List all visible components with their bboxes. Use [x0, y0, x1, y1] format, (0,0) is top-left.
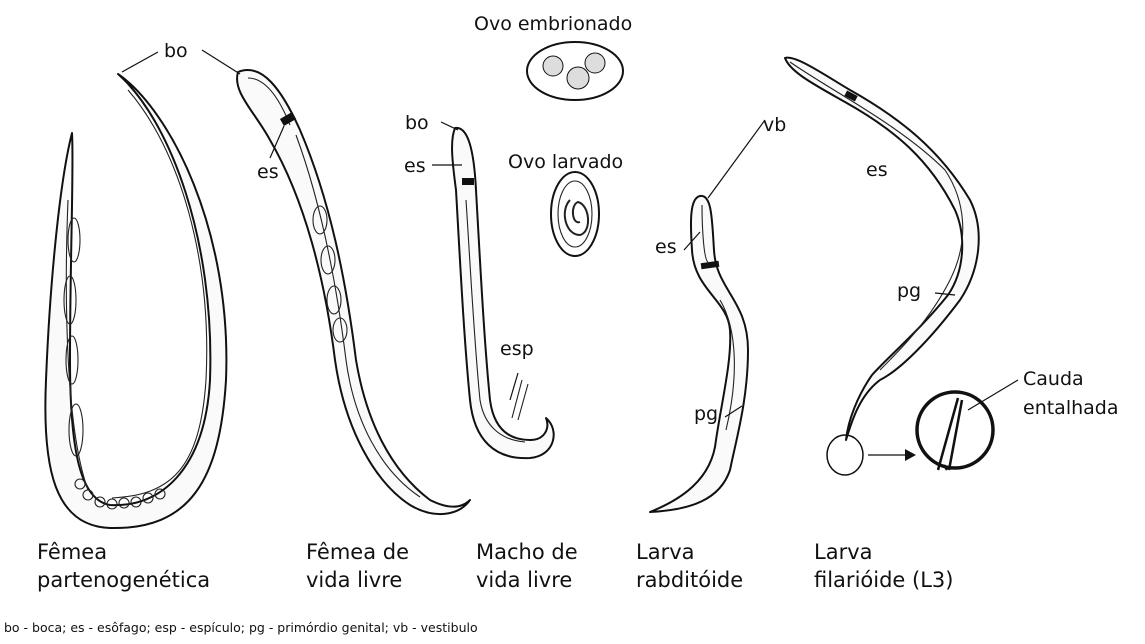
caption-parthenogenetic-female-line2: partenogenética — [37, 568, 210, 592]
legend-abbreviations: bo - boca; es - esôfago; esp - espículo;… — [4, 620, 478, 635]
caption-parthenogenetic-female-line1: Fêmea — [37, 540, 107, 564]
label-bo-2: bo — [405, 112, 429, 134]
free-living-female-drawing — [237, 70, 470, 514]
caption-rhabditiform-larva-line2: rabditóide — [636, 568, 743, 592]
caption-free-living-female-line2: vida livre — [306, 568, 402, 592]
label-embryonated-egg: Ovo embrionado — [474, 13, 632, 35]
caption-filariform-larva-line1: Larva — [814, 540, 873, 564]
label-tail-line1: Cauda — [1023, 368, 1084, 390]
larvated-egg-drawing — [551, 172, 599, 256]
filariform-larva-drawing — [785, 58, 993, 475]
caption-rhabditiform-larva-line1: Larva — [636, 540, 695, 564]
label-larvated-egg: Ovo larvado — [508, 151, 623, 173]
tail-magnified-circle — [917, 392, 993, 468]
caption-free-living-male-line1: Macho de — [476, 540, 578, 564]
caption-free-living-female-line1: Fêmea de — [306, 540, 409, 564]
caption-free-living-male-line2: vida livre — [476, 568, 572, 592]
label-pg-1: pg — [694, 403, 718, 425]
label-pg-2: pg — [897, 280, 921, 302]
label-es-3: es — [655, 236, 677, 258]
label-bo-1: bo — [164, 40, 188, 62]
free-living-male-drawing — [452, 128, 554, 458]
label-es-2: es — [404, 155, 426, 177]
label-esp: esp — [500, 338, 534, 360]
parthenogenetic-female-drawing — [45, 74, 226, 528]
label-es-4: es — [866, 159, 888, 181]
embryonated-egg-drawing — [527, 42, 623, 100]
label-es-1: es — [257, 161, 279, 183]
label-vb: vb — [763, 114, 786, 136]
label-tail-line2: entalhada — [1023, 397, 1119, 419]
caption-filariform-larva-line2: filarióide (L3) — [814, 568, 953, 592]
